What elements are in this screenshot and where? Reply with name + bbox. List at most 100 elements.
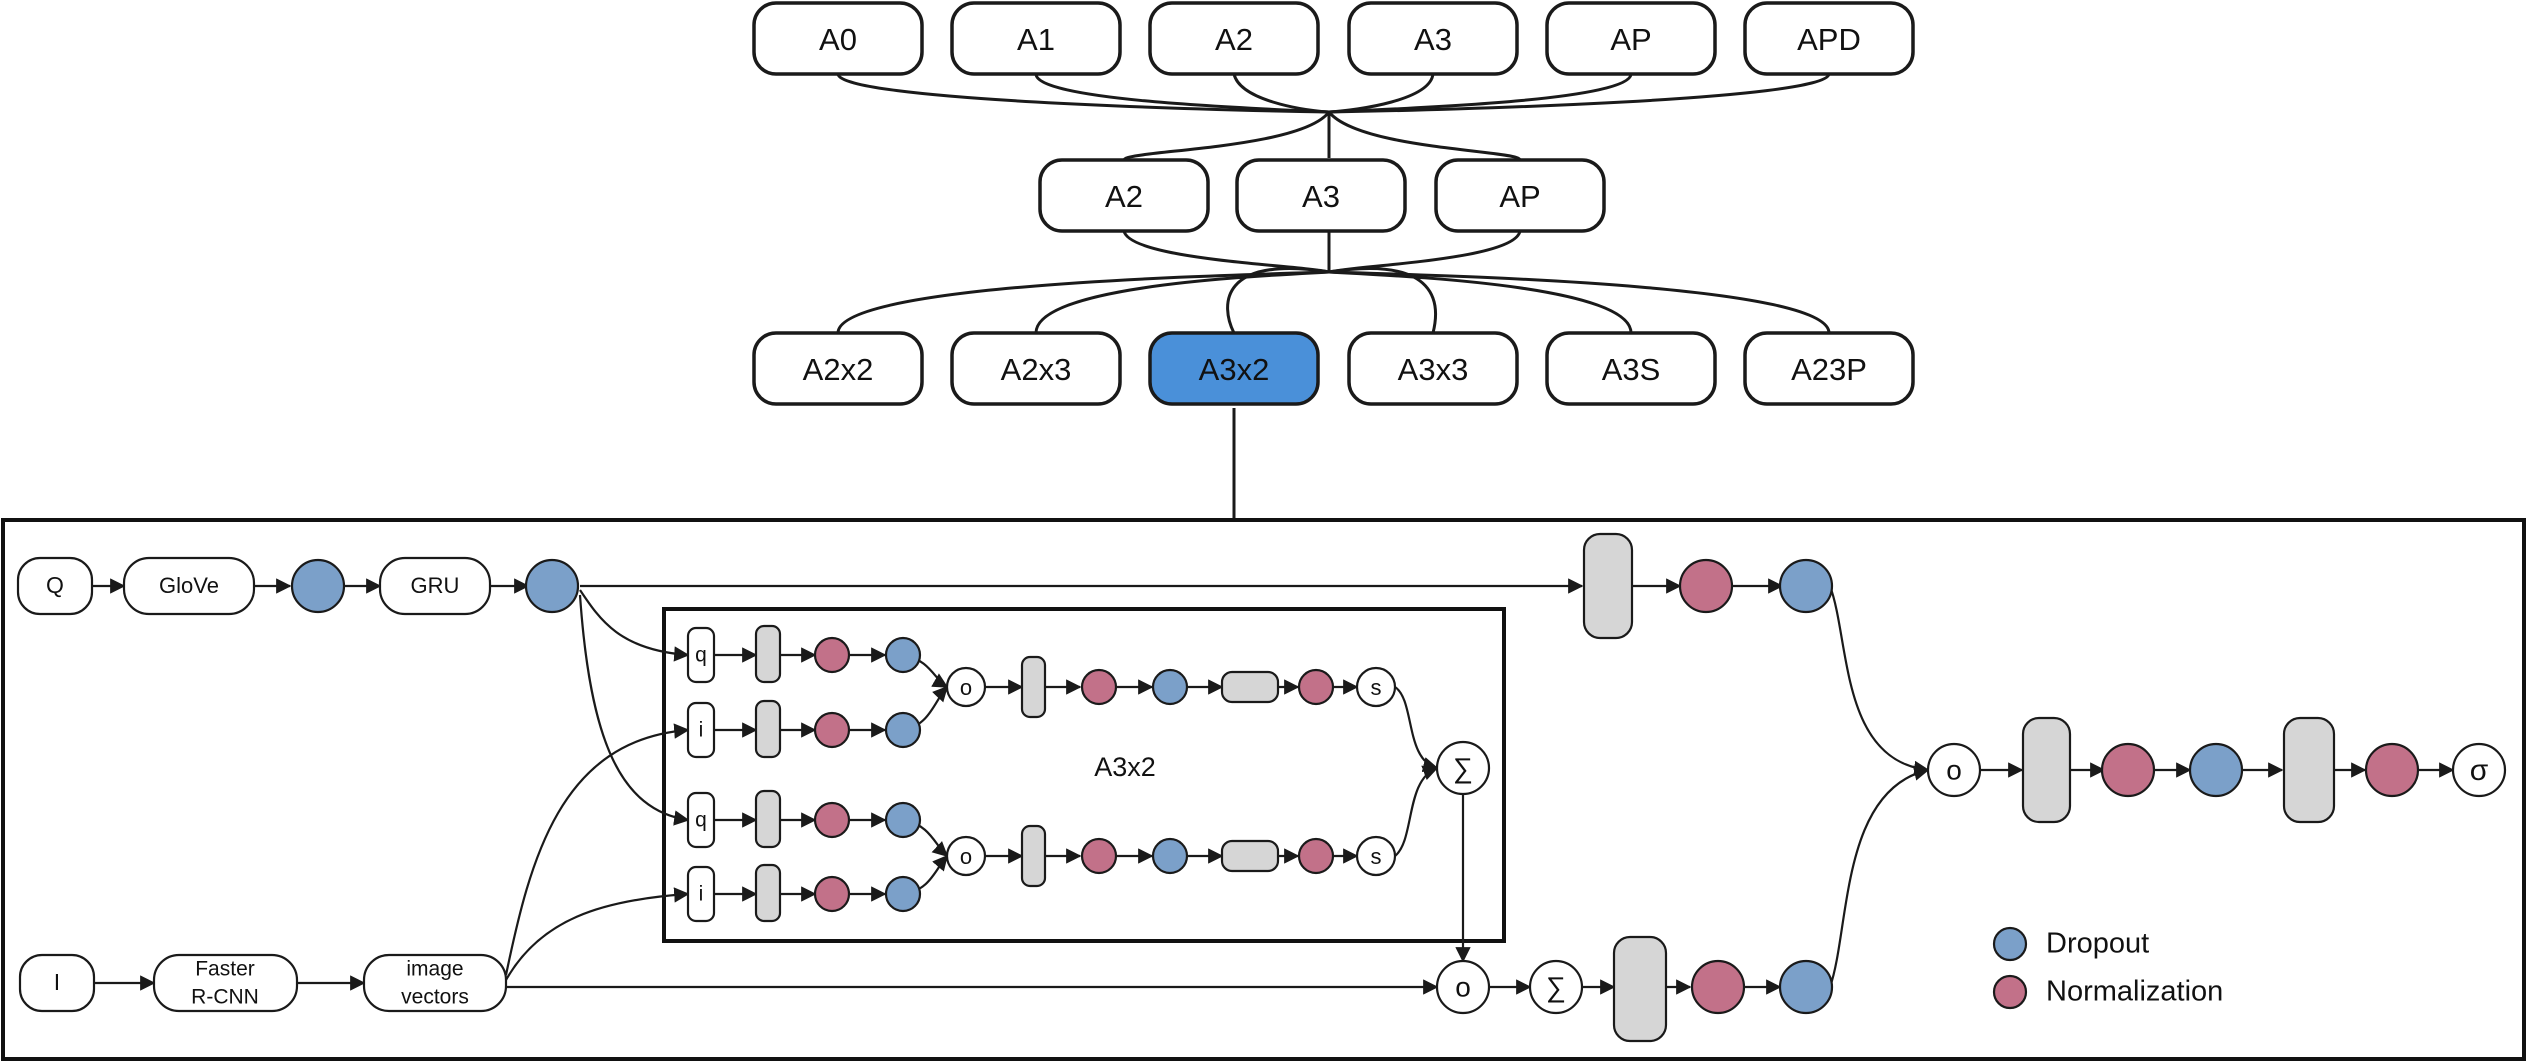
layer-block [1020, 824, 1047, 888]
tree-edge [836, 270, 1330, 334]
layer-block [1220, 670, 1280, 704]
tree-node-label: APD [1797, 22, 1861, 57]
flow-arrow [1828, 765, 1930, 988]
flow-arrow [504, 723, 690, 976]
a3x2-block-title: A3x2 [1094, 752, 1156, 782]
svg-text:q: q [695, 809, 707, 832]
layer-block [1612, 935, 1668, 1043]
tree-node-label: A3S [1602, 352, 1661, 387]
inner-q-input-1: q [686, 626, 716, 684]
inner-q-input-2: q [686, 791, 716, 849]
tree-node-l2-a3[interactable]: A3 [1235, 158, 1407, 233]
tree-node-a3x3[interactable]: A3x3 [1347, 331, 1519, 406]
svg-text:R-CNN: R-CNN [191, 986, 259, 1009]
question-input: Q [16, 556, 94, 616]
layer-block [1220, 839, 1280, 873]
tree-node-label: A3x3 [1398, 352, 1469, 387]
inner-product-o-1: o [945, 666, 987, 708]
tree-curves [836, 73, 1831, 334]
svg-text:Faster: Faster [195, 958, 255, 981]
tree-node-apd[interactable]: APD [1743, 1, 1915, 76]
tree-node-label: A3 [1414, 22, 1452, 57]
svg-text:GRU: GRU [411, 573, 460, 598]
legend-normalization-swatch [1992, 974, 2028, 1010]
layer-block [2282, 716, 2336, 824]
image-product-o: o [1435, 959, 1491, 1015]
normalization-node [1080, 668, 1118, 706]
svg-text:s: s [1371, 675, 1382, 700]
tree-node-a2x3[interactable]: A2x3 [950, 331, 1122, 406]
svg-text:o: o [1455, 971, 1471, 1002]
flow-arrow [579, 589, 690, 662]
tree-node-a23p[interactable]: A23P [1743, 331, 1915, 406]
dropout-node [2188, 742, 2244, 798]
tree-node-a3s[interactable]: A3S [1545, 331, 1717, 406]
fusion-product-o: o [1926, 742, 1982, 798]
image-input: I [18, 953, 96, 1013]
pipeline-frame [1, 518, 2526, 1061]
layer-block [754, 863, 782, 923]
normalization-node [813, 875, 851, 913]
normalization-node [1080, 837, 1118, 875]
tree-node-label: A3x2 [1199, 352, 1270, 387]
tree-node-a2[interactable]: A2 [1148, 1, 1320, 76]
tree-node-a3x2-selected[interactable]: A3x2 [1148, 331, 1320, 406]
tree-edge [1034, 270, 1330, 334]
svg-text:GloVe: GloVe [159, 573, 219, 598]
tree-node-label: AP [1499, 179, 1540, 214]
inner-i-input-2: i [686, 865, 716, 923]
softmax-s-1: s [1355, 666, 1397, 708]
normalization-node [1678, 558, 1734, 614]
svg-text:i: i [699, 883, 704, 906]
svg-text:q: q [695, 644, 707, 667]
tree-node-label: A2x3 [1001, 352, 1072, 387]
legend-normalization-label: Normalization [2046, 976, 2223, 1008]
dropout-node [1151, 668, 1189, 706]
glove-embedding: GloVe [122, 556, 256, 616]
layer-block [2021, 716, 2072, 824]
flow-arrow [1394, 765, 1439, 857]
tree-node-label: A2 [1215, 22, 1253, 57]
layer-block [754, 789, 782, 849]
normalization-node [2364, 742, 2420, 798]
tree-node-ap[interactable]: AP [1545, 1, 1717, 76]
tree-node-a2x2[interactable]: A2x2 [752, 331, 924, 406]
tree-edge [1122, 230, 1330, 274]
pipeline-edges [92, 578, 2455, 995]
dropout-node [884, 636, 922, 674]
tree-level-3: A2x2 A2x3 A3x2 A3x3 A3S A23P [752, 331, 1915, 406]
dropout-node [884, 875, 922, 913]
flow-arrow [505, 887, 690, 981]
tree-edge [1327, 111, 1522, 162]
dropout-node [1151, 837, 1189, 875]
softmax-s-2: s [1355, 835, 1397, 877]
svg-text:σ: σ [2470, 754, 2489, 787]
tree-node-label: A0 [819, 22, 857, 57]
normalization-node [813, 801, 851, 839]
tree-node-l2-a2[interactable]: A2 [1038, 158, 1210, 233]
layer-block [1020, 655, 1047, 719]
tree-node-l2-ap[interactable]: AP [1434, 158, 1606, 233]
tree-edge [1232, 73, 1330, 114]
tree-node-a1[interactable]: A1 [950, 1, 1122, 76]
tree-edge [1328, 73, 1831, 114]
svg-text:o: o [960, 675, 972, 700]
tree-node-label: A23P [1791, 352, 1867, 387]
inner-i-input-1: i [686, 701, 716, 759]
tree-edge [1328, 270, 1633, 334]
pipeline-layers [290, 532, 2420, 1043]
legend-dropout-swatch [1992, 926, 2028, 962]
tree-node-a3[interactable]: A3 [1347, 1, 1519, 76]
dropout-node [884, 711, 922, 749]
normalization-node [1690, 959, 1746, 1015]
svg-text:vectors: vectors [401, 986, 469, 1009]
tree-node-a0[interactable]: A0 [752, 1, 924, 76]
tree-node-label: A3 [1302, 179, 1340, 214]
tree-edges [1232, 112, 1331, 518]
dropout-node [1778, 558, 1834, 614]
dropout-node [524, 558, 580, 614]
dropout-node [884, 801, 922, 839]
tree-edge [1328, 230, 1522, 274]
